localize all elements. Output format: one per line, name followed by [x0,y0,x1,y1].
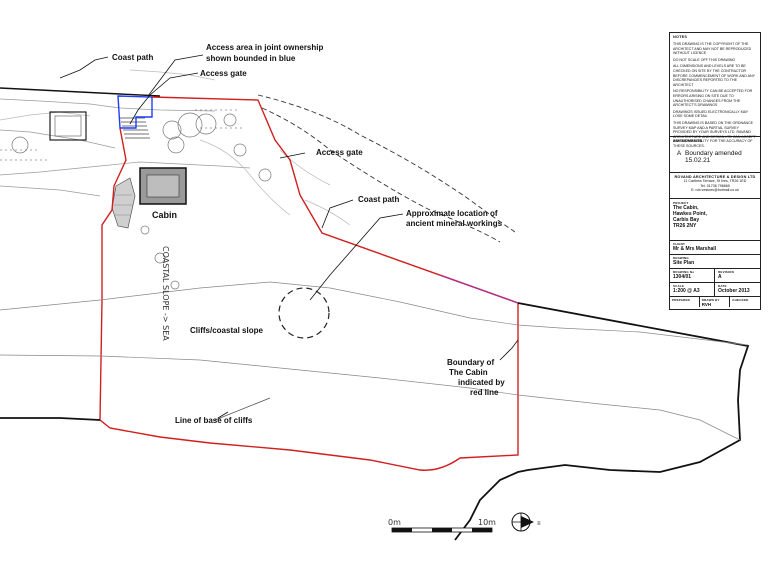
date: October 2013 [718,288,750,294]
amendment-text: Boundary amended [685,150,742,157]
tree-symbols [11,112,272,290]
company-address: 11 Carthew Terrace, St Ives, TR26 1ED [683,179,747,183]
company-tel: Tel: 01736 796669 [700,183,730,188]
scale: 1:200 @ A3 [673,288,700,294]
note-1: THIS DRAWING IS THE COPYRIGHT OF THE ARC… [673,42,752,56]
label-boundary-1: Boundary of [447,358,494,367]
drawing-label: DRAWING [673,256,689,260]
note-6: THIS DRAWING IS BASED ON THE ORDNANCE SU… [673,120,756,148]
company-name: ROVAND ARCHITECTURE & DESIGN LTD [674,175,756,179]
base-of-cliffs-line [214,397,271,421]
drawing-number-row: DRAWING No 1304/01 REVISION A [670,269,760,283]
label-cliffs: Cliffs/coastal slope [190,326,263,335]
project-name: The Cabin, Hawkes Point, Carbis Bay TR26… [673,205,757,229]
drawn-cell: DRAWN BY RVH [700,297,731,307]
amendment-rev: A [676,150,682,157]
scale-bar-end: 10m [478,518,496,527]
amendment-date: 15.02.21 [685,157,711,164]
steps [120,117,150,139]
notes-list: THIS DRAWING IS THE COPYRIGHT OF THE ARC… [673,42,757,148]
note-4: NO RESPONSIBILITY CAN BE ACCEPTED FOR ER… [673,89,753,108]
project-label: PROJECT [673,201,689,205]
survey-background [0,69,351,226]
company-section: ROVAND ARCHITECTURE & DESIGN LTD 11 Cart… [670,173,760,199]
label-access-gate-2: Access gate [316,148,363,157]
scale-bar-start: 0m [388,518,401,527]
leader-lines [59,54,519,419]
revision-cell: REVISION A [715,269,760,282]
access-area-blue-boundary [117,95,153,129]
note-2: DO NOT SCALE OFF THIS DRAWING [673,57,736,62]
outer-boundary-right [454,302,750,541]
drawn-label: DRAWN BY [701,298,720,302]
title-block: NOTES THIS DRAWING IS THE COPYRIGHT OF T… [669,32,761,310]
notes-section: NOTES THIS DRAWING IS THE COPYRIGHT OF T… [670,33,760,148]
drawing-section: DRAWING Site Plan [670,255,760,269]
drawn: RVH [701,302,712,307]
checked-cell: CHECKED [730,297,760,307]
cabin-building [111,167,187,229]
project-section: PROJECT The Cabin, Hawkes Point, Carbis … [670,199,760,241]
scale-label: SCALE [673,284,685,288]
project-line-1: The Cabin, [673,205,699,211]
date-cell: DATE October 2013 [715,283,760,296]
label-mineral-2: ancient mineral workings [406,219,503,228]
label-boundary-3: indicated by [458,378,505,387]
amendment-row: A Boundary amended 15.02.21 [673,150,757,164]
shed-outline [49,111,87,141]
label-boundary-2: The Cabin [449,368,488,377]
label-boundary-4: red line [470,388,499,397]
date-label: DATE [718,284,727,288]
cliff-contours [0,281,749,441]
checked-label: CHECKED [732,298,749,302]
label-base-of-cliffs: Line of base of cliffs [175,416,253,425]
label-coast-path-top: Coast path [112,53,153,62]
prepared-cell: PREPARED [670,297,700,307]
svg-text:≡: ≡ [537,521,541,527]
company-email: E: rob.vestoes@hotmail.co.uk [691,188,739,193]
scale-bar: 0m 10m [388,518,496,533]
amendments-header: AMENDMENTS [673,139,703,143]
amendment-details: Boundary amended 15.02.21 [685,150,742,164]
revision-label: REVISION [718,270,734,274]
signoff-row: PREPARED DRAWN BY RVH CHECKED [670,297,760,307]
north-arrow-icon: ≡ [511,512,541,532]
notes-header: NOTES [673,35,688,39]
drawing-number-cell: DRAWING No 1304/01 [670,269,715,282]
drawing-no-label: DRAWING No [673,270,695,274]
top-boundary-line [0,87,161,97]
label-coastal-slope-hand: COASTAL SLOPE -> SEA [161,246,170,341]
label-access-gate-1: Access gate [200,69,247,78]
client-label: CLIENT [673,242,686,246]
shed-inner [54,115,82,137]
project-line-2: Hawkes Point, [673,211,707,217]
note-3: ALL DIMENSIONS AND LEVELS ARE TO BE CHEC… [673,64,755,87]
project-line-4: TR26 2NY [673,223,697,229]
note-5: DRAWINGS ISSUED ELECTRONICALLY MAY LOSE … [673,109,749,119]
scale-cell: SCALE 1:200 @ A3 [670,283,715,296]
revision: A [718,274,722,280]
client-section: CLIENT Mr & Mrs Marshall [670,241,760,255]
drawing-title: Site Plan [673,260,695,266]
label-mineral-1: Approximate location of [406,209,498,218]
red-boundary-magenta-segment [439,274,519,304]
project-line-3: Carbis Bay [673,217,700,223]
drawing-no: 1304/01 [673,274,692,280]
label-cabin: Cabin [152,210,177,220]
prepared-label: PREPARED [672,298,691,302]
label-access-area-2: shown bounded in blue [206,54,296,63]
coast-path [257,94,516,243]
mineral-workings-marker [278,287,330,339]
label-access-area: Access area in joint ownership [206,43,323,52]
outer-boundary-left [0,417,101,421]
client-name: Mr & Mrs Marshall [673,246,717,252]
scale-date-row: SCALE 1:200 @ A3 DATE October 2013 [670,283,760,297]
amendments-section: AMENDMENTS A Boundary amended 15.02.21 [670,137,760,173]
label-coast-path-right: Coast path [358,195,399,204]
